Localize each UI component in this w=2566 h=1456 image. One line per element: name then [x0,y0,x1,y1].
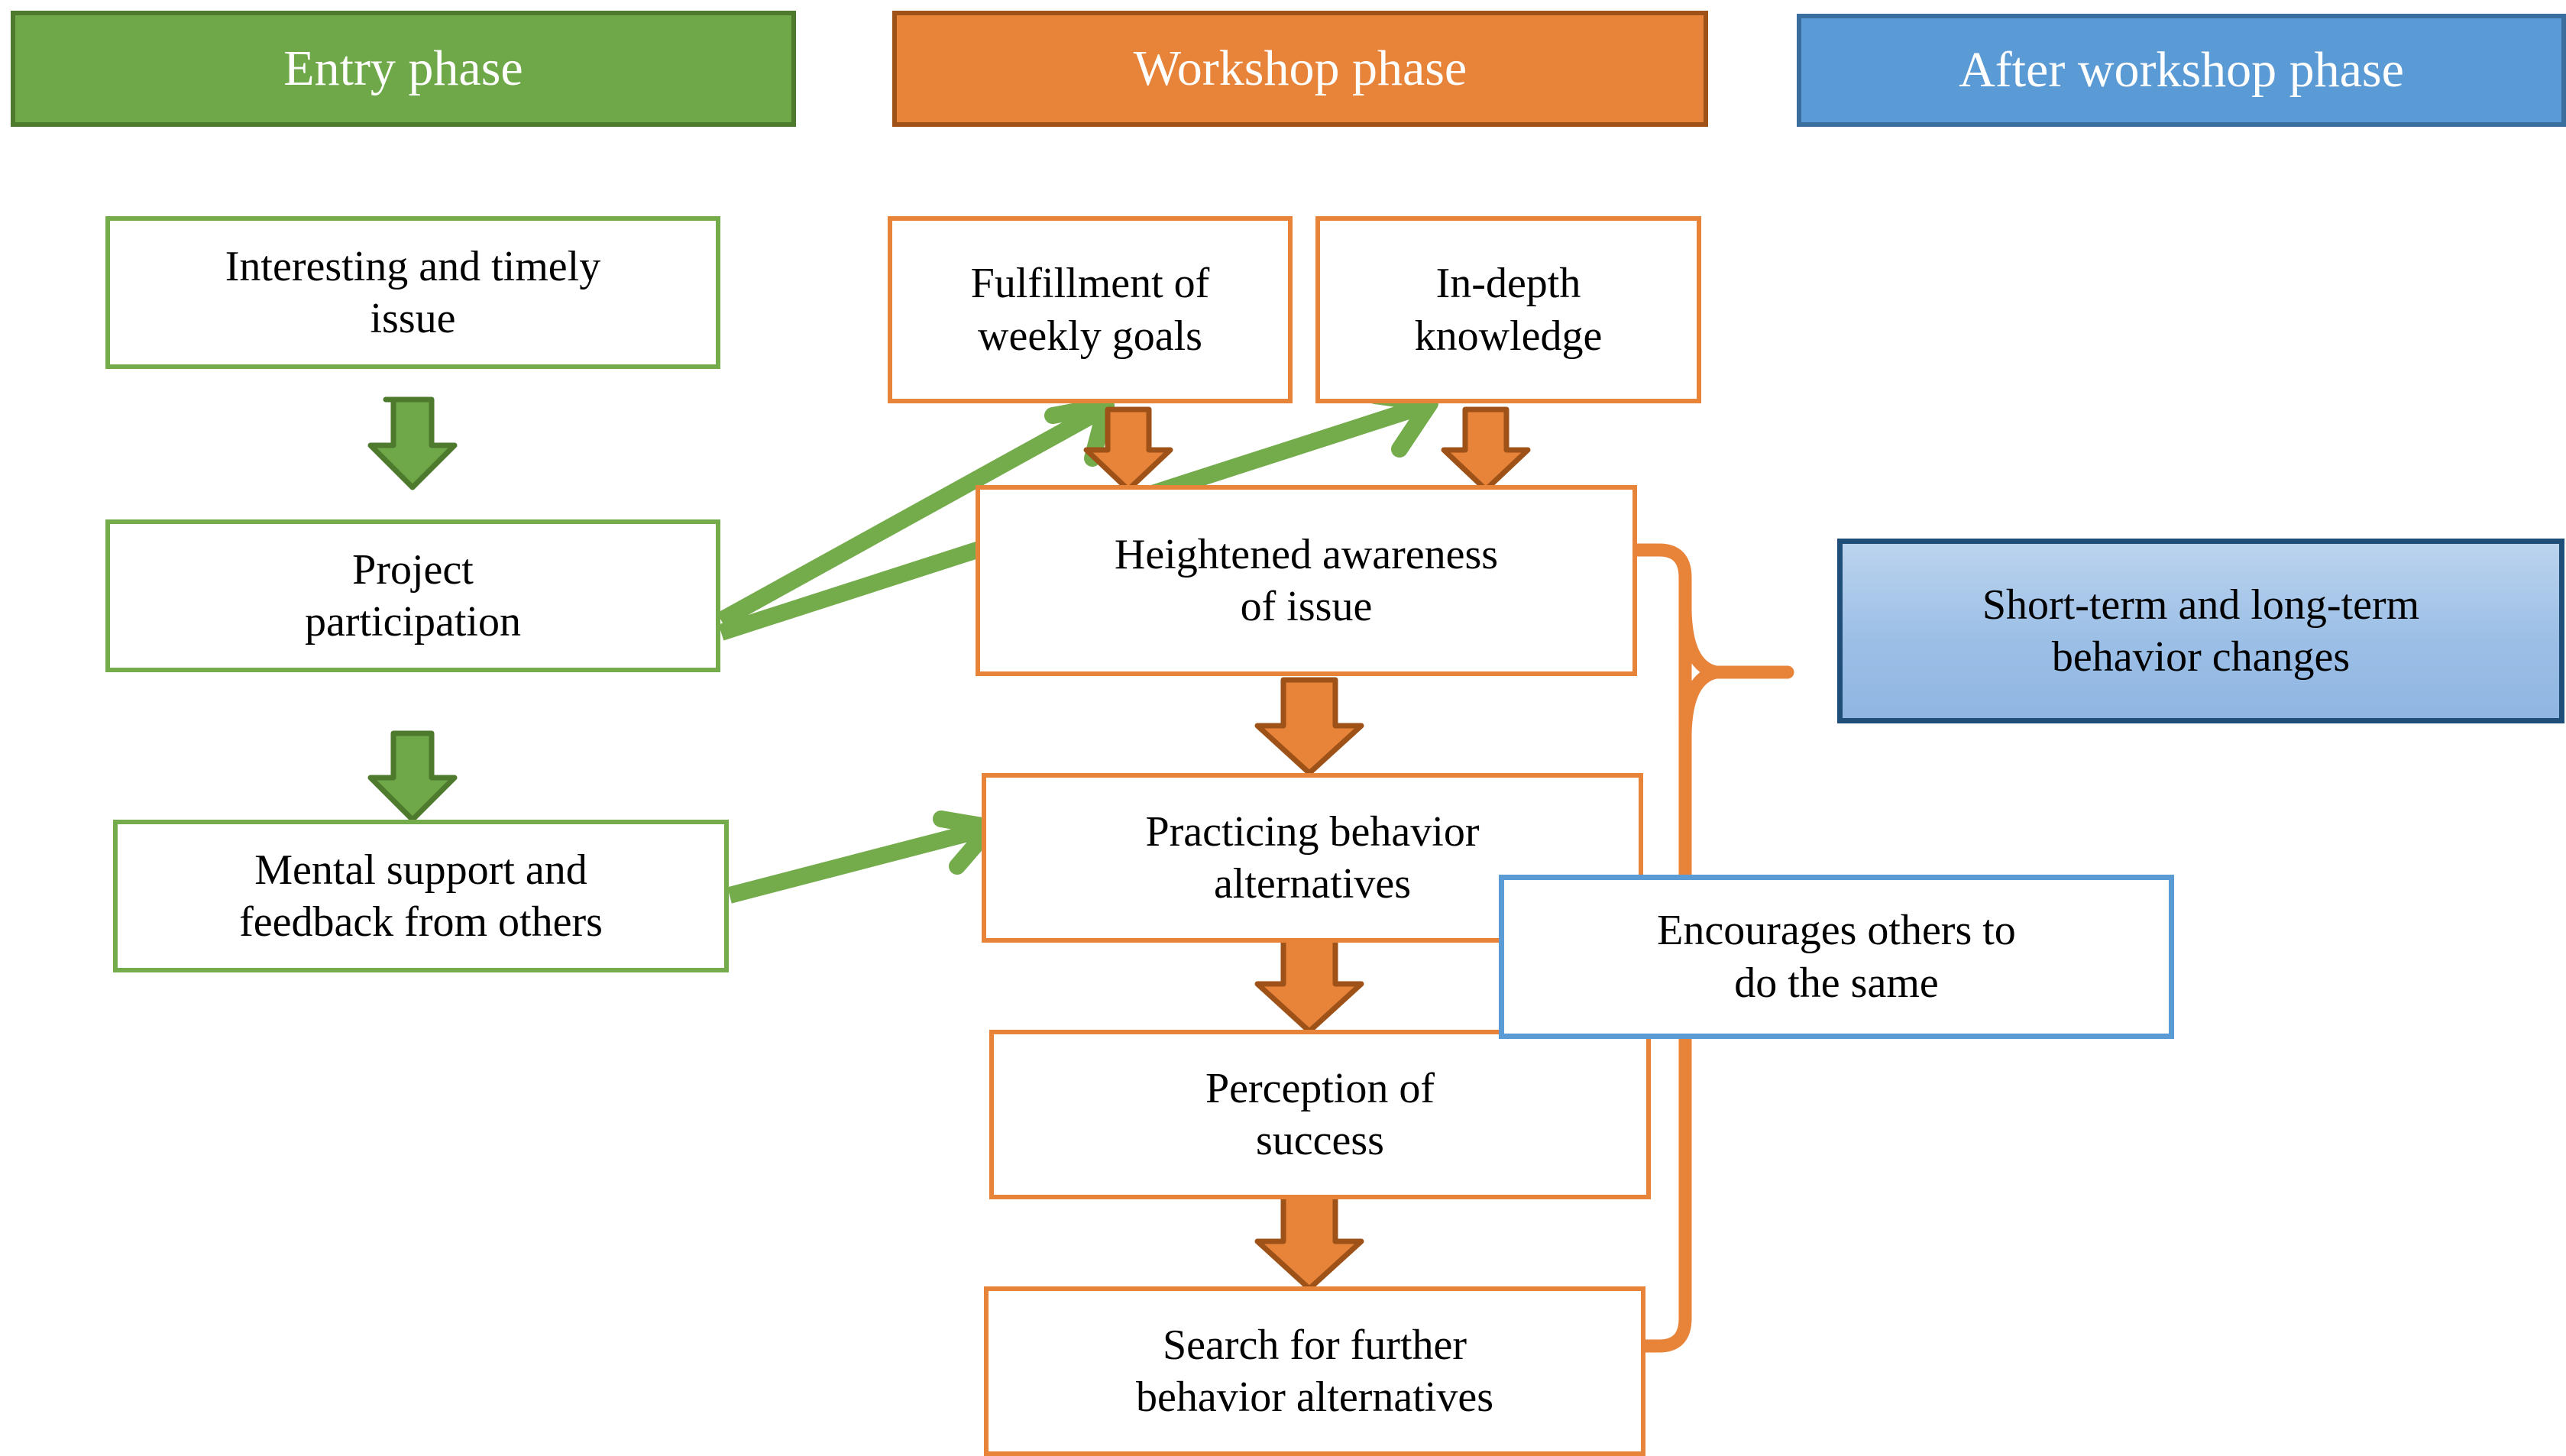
node-perception-success: Perception of success [989,1030,1651,1199]
node-interesting-issue-label: Interesting and timely issue [215,241,611,345]
node-perception-success-label: Perception of success [1195,1063,1445,1167]
node-line: Fulfillment of [970,260,1210,308]
node-line: Search for further [1162,1321,1467,1369]
connector-practicing-to-perception [1254,935,1364,1034]
phase-header-entry-label: Entry phase [283,40,523,96]
node-search-further-label: Search for further behavior alternatives [1125,1319,1504,1424]
connector-mental-to-practicing [727,811,999,904]
node-interesting-issue: Interesting and timely issue [105,216,720,369]
connector-weekly-goals-to-awareness [1083,406,1173,493]
node-mental-support-label: Mental support and feedback from others [228,844,613,949]
node-line: Perception of [1205,1064,1435,1112]
node-heightened-awareness-label: Heightened awareness of issue [1104,529,1509,633]
node-heightened-awareness: Heightened awareness of issue [976,485,1637,676]
node-line: success [1256,1117,1384,1164]
connector-perception-to-search [1254,1192,1364,1292]
node-line: Short-term and long-term [1982,581,2420,629]
node-line: Heightened awareness [1114,530,1499,578]
node-line: behavior alternatives [1135,1373,1493,1421]
node-behavior-changes: Short-term and long-term behavior change… [1837,539,2564,723]
node-practicing-behavior-label: Practicing behavior alternatives [1135,806,1490,911]
node-line: behavior changes [2051,633,2351,681]
node-line: Encourages others to [1657,907,2016,955]
node-line: In-depth [1435,260,1581,308]
node-line: feedback from others [239,898,603,946]
connector-awareness-to-practicing [1254,677,1364,776]
node-in-depth-knowledge-label: In-depth knowledge [1404,257,1613,362]
phase-header-workshop: Workshop phase [892,11,1708,127]
node-line: Practicing behavior [1145,807,1480,856]
connector-interesting-to-project [367,396,458,490]
connector-project-to-mental [367,730,458,823]
node-behavior-changes-label: Short-term and long-term behavior change… [1972,579,2430,684]
node-practicing-behavior: Practicing behavior alternatives [982,773,1643,943]
node-line: Mental support and [254,846,587,894]
node-in-depth-knowledge: In-depth knowledge [1315,216,1701,403]
node-line: weekly goals [978,312,1202,360]
connector-knowledge-to-awareness [1441,406,1531,493]
phase-header-workshop-label: Workshop phase [1133,40,1467,96]
node-line: participation [304,598,521,645]
phase-header-entry: Entry phase [11,11,796,127]
node-line: issue [370,295,456,342]
node-project-participation: Project participation [105,519,720,672]
node-encourages-others-label: Encourages others to do the same [1646,904,2027,1009]
node-line: of issue [1240,583,1373,630]
phase-header-after-workshop-label: After workshop phase [1959,42,2404,98]
node-line: alternatives [1213,860,1412,908]
node-project-participation-label: Project participation [294,544,532,649]
node-line: do the same [1734,959,1939,1007]
node-line: Project [352,545,474,594]
node-encourages-others: Encourages others to do the same [1499,875,2174,1039]
node-weekly-goals: Fulfillment of weekly goals [888,216,1293,403]
node-weekly-goals-label: Fulfillment of weekly goals [960,257,1221,362]
node-line: knowledge [1414,312,1603,360]
node-search-further: Search for further behavior alternatives [984,1286,1645,1456]
node-mental-support: Mental support and feedback from others [113,820,729,972]
phase-header-after-workshop: After workshop phase [1797,14,2566,127]
node-line: Interesting and timely [225,242,601,290]
